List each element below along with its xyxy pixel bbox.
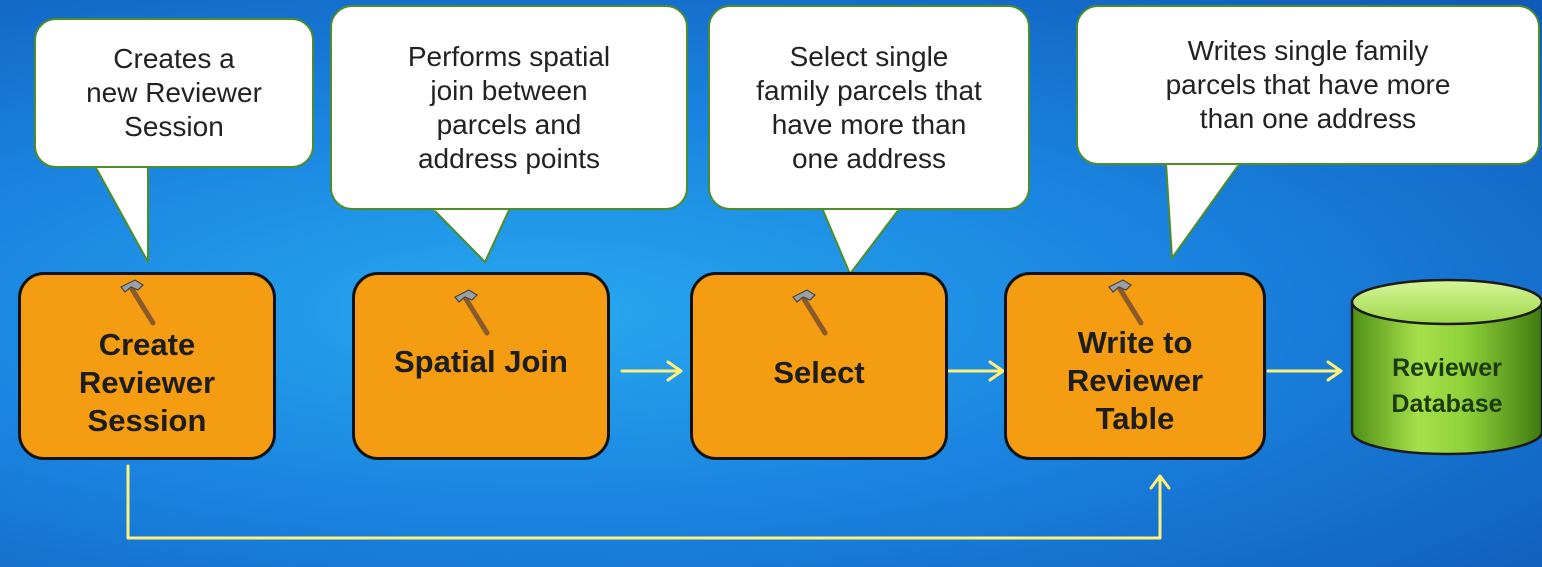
callout-text: Select single family parcels that have m… bbox=[756, 40, 982, 174]
tool-select[interactable]: Select bbox=[690, 272, 948, 460]
callout-tail-4 bbox=[1164, 160, 1242, 261]
tool-label: Create Reviewer Session bbox=[78, 327, 216, 438]
callout-tail-2 bbox=[429, 205, 512, 264]
callout-text: Writes single family parcels that have m… bbox=[1165, 35, 1451, 134]
tool-label: Select bbox=[773, 355, 865, 390]
callout-text: Performs spatial join between parcels an… bbox=[407, 40, 611, 174]
tool-create-reviewer-session[interactable]: Create Reviewer Session bbox=[18, 272, 276, 460]
tool-write-to-reviewer-table[interactable]: Write to Reviewer Table bbox=[1004, 272, 1266, 460]
database-cylinder-icon bbox=[1350, 278, 1542, 456]
tool-spatial-join[interactable]: Spatial Join bbox=[352, 272, 610, 460]
callout-text: Creates a new Reviewer Session bbox=[86, 43, 262, 142]
callout-write-table: Writes single family parcels that have m… bbox=[1076, 5, 1540, 165]
tool-label: Spatial Join bbox=[394, 344, 568, 379]
arrow-select-to-write bbox=[942, 360, 1005, 382]
hammer-icon bbox=[120, 279, 156, 326]
callout-tail-3 bbox=[820, 205, 903, 276]
callout-create-session: Creates a new Reviewer Session bbox=[34, 18, 314, 168]
callout-select: Select single family parcels that have m… bbox=[708, 5, 1030, 210]
session-connector-line bbox=[126, 464, 1171, 540]
callout-spatial-join: Performs spatial join between parcels an… bbox=[330, 5, 688, 210]
callout-tail-1 bbox=[93, 163, 149, 263]
reviewer-database-label[interactable]: Reviewer Database bbox=[1391, 354, 1503, 418]
arrow-write-to-database bbox=[1266, 360, 1343, 382]
tool-label: Write to Reviewer Table bbox=[1066, 325, 1204, 436]
hammer-icon bbox=[792, 289, 828, 336]
arrow-spatial-join-to-select bbox=[620, 360, 683, 382]
hammer-icon bbox=[454, 289, 490, 336]
hammer-icon bbox=[1108, 279, 1144, 326]
